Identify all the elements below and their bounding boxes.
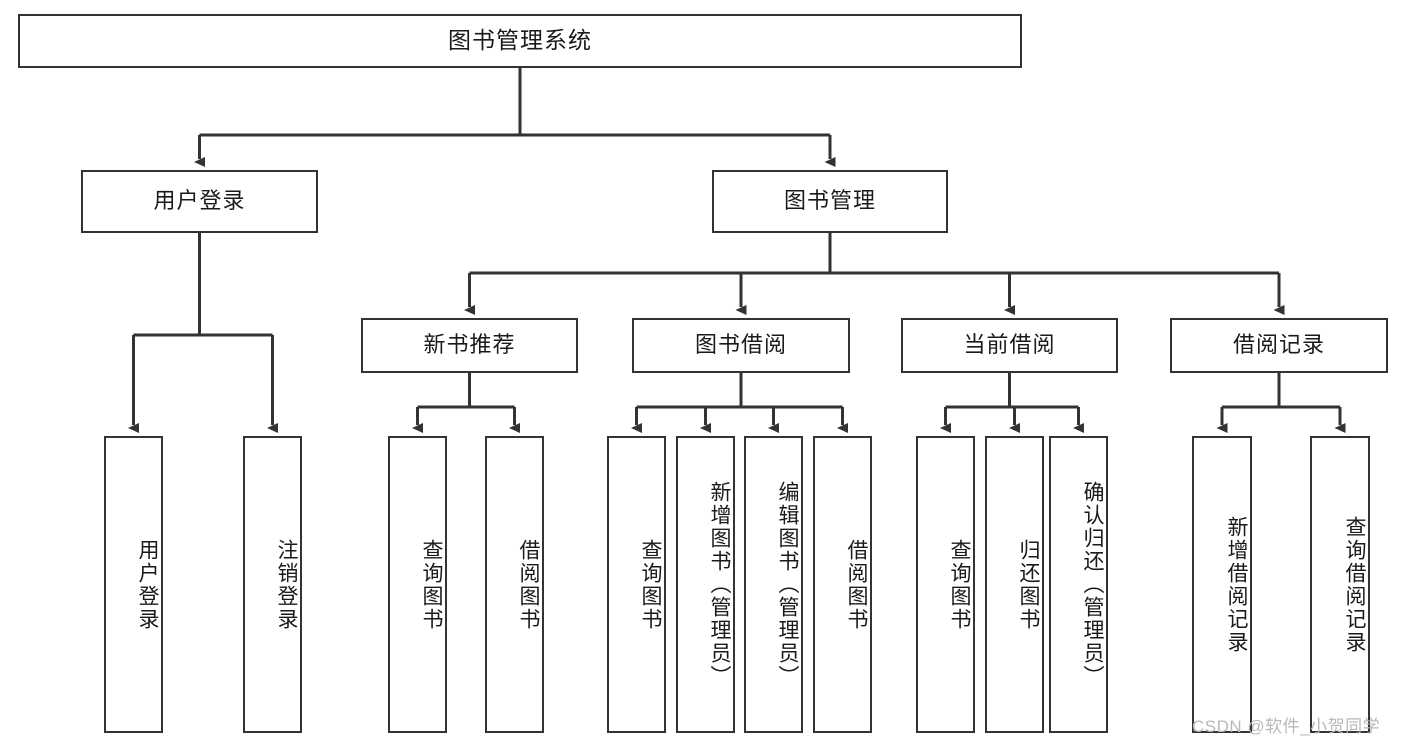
node-leaf-leaf-query-book-1-label: 查询图书 [420, 538, 443, 631]
node-leaf-leaf-query-book-3-label: 查询图书 [948, 538, 971, 631]
node-leaf-leaf-add-record[interactable]: 新增借阅记录 [1192, 436, 1252, 733]
node-leaf-leaf-add-book-label: 新增图书（管理员） [708, 481, 731, 688]
node-leaf-leaf-query-book-2-label: 查询图书 [639, 538, 662, 631]
node-leaf-leaf-add-book[interactable]: 新增图书（管理员） [676, 436, 735, 733]
node-leaf-leaf-user-logout[interactable]: 注销登录 [243, 436, 302, 733]
node-book-borrow-label: 图书借阅 [694, 332, 787, 358]
node-new-book-recommend-label: 新书推荐 [423, 332, 516, 358]
node-leaf-leaf-edit-book-label: 编辑图书（管理员） [776, 481, 799, 688]
node-book-manage[interactable]: 图书管理 [712, 170, 948, 233]
node-leaf-leaf-confirm-return[interactable]: 确认归还（管理员） [1049, 436, 1108, 733]
node-leaf-leaf-borrow-book-2-label: 借阅图书 [845, 538, 868, 631]
node-current-borrow-label: 当前借阅 [963, 332, 1056, 358]
node-leaf-leaf-return-book[interactable]: 归还图书 [985, 436, 1044, 733]
node-leaf-leaf-user-login[interactable]: 用户登录 [104, 436, 163, 733]
node-leaf-leaf-return-book-label: 归还图书 [1017, 538, 1040, 631]
node-leaf-leaf-borrow-book-1-label: 借阅图书 [517, 538, 540, 631]
node-leaf-leaf-query-record[interactable]: 查询借阅记录 [1310, 436, 1370, 733]
node-leaf-leaf-borrow-book-1[interactable]: 借阅图书 [485, 436, 544, 733]
node-borrow-record[interactable]: 借阅记录 [1170, 318, 1388, 373]
node-borrow-record-label: 借阅记录 [1232, 332, 1325, 358]
node-leaf-leaf-edit-book[interactable]: 编辑图书（管理员） [744, 436, 803, 733]
node-leaf-leaf-confirm-return-label: 确认归还（管理员） [1081, 481, 1104, 688]
node-user-login-label: 用户登录 [153, 188, 246, 214]
node-leaf-leaf-borrow-book-2[interactable]: 借阅图书 [813, 436, 872, 733]
node-user-login[interactable]: 用户登录 [81, 170, 318, 233]
node-book-borrow[interactable]: 图书借阅 [632, 318, 850, 373]
node-book-manage-label: 图书管理 [783, 188, 876, 214]
node-leaf-leaf-query-record-label: 查询借阅记录 [1343, 515, 1366, 654]
node-root[interactable]: 图书管理系统 [18, 14, 1022, 68]
node-new-book-recommend[interactable]: 新书推荐 [361, 318, 578, 373]
node-leaf-leaf-add-record-label: 新增借阅记录 [1225, 515, 1248, 654]
node-leaf-leaf-query-book-1[interactable]: 查询图书 [388, 436, 447, 733]
node-leaf-leaf-user-logout-label: 注销登录 [275, 538, 298, 631]
node-current-borrow[interactable]: 当前借阅 [901, 318, 1118, 373]
node-leaf-leaf-query-book-2[interactable]: 查询图书 [607, 436, 666, 733]
node-root-label: 图书管理系统 [448, 27, 592, 54]
node-leaf-leaf-query-book-3[interactable]: 查询图书 [916, 436, 975, 733]
node-leaf-leaf-user-login-label: 用户登录 [136, 538, 159, 631]
